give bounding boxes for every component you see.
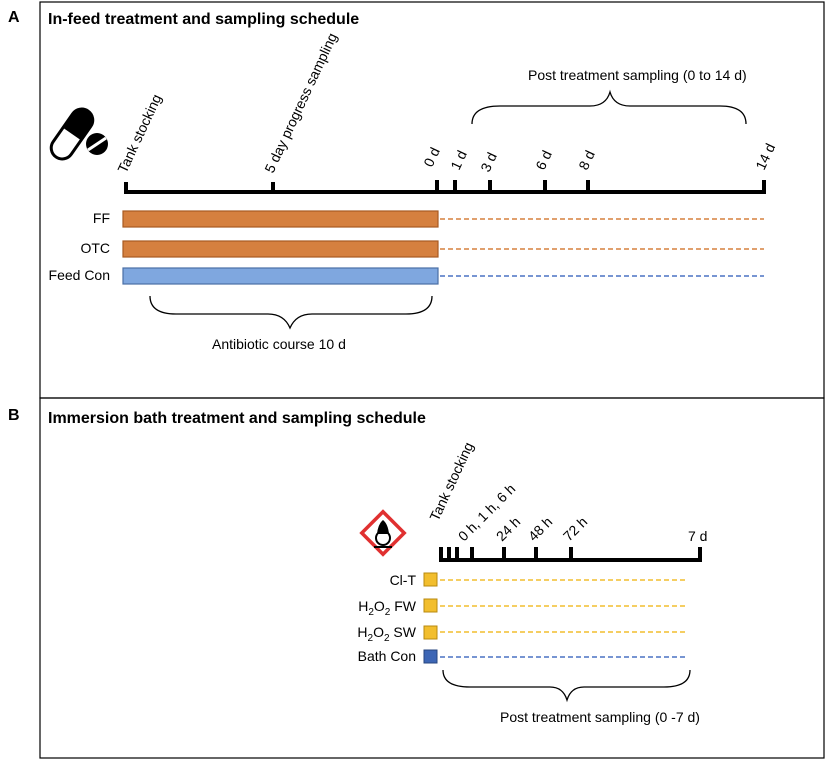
antibiotic-course-brace bbox=[149, 295, 433, 330]
tick-label-24h: 24 h bbox=[493, 514, 524, 545]
panel-a-title: In-feed treatment and sampling schedule bbox=[48, 11, 359, 28]
tick-label-72h: 72 h bbox=[560, 514, 591, 545]
panel-a-frame bbox=[39, 1, 825, 399]
timeline-b-ticks bbox=[439, 547, 702, 562]
tick-label-6d: 6 d bbox=[532, 148, 555, 172]
panel-b-title: Immersion bath treatment and sampling sc… bbox=[48, 410, 426, 427]
row-label-feed-con: Feed Con bbox=[49, 267, 110, 283]
row-label-cl-t: Cl-T bbox=[390, 572, 417, 588]
tank-stocking-label-b: Tank stocking bbox=[426, 440, 476, 524]
tick-label-3d: 3 d bbox=[477, 150, 500, 174]
tick-label-1d: 1 d bbox=[447, 148, 470, 172]
box-h2o2-sw bbox=[423, 625, 438, 640]
post-sampling-brace-a bbox=[471, 89, 747, 125]
tick-label-0d: 0 d bbox=[420, 145, 443, 169]
post-sampling-label-a: Post treatment sampling (0 to 14 d) bbox=[528, 67, 747, 83]
tick-label-14d: 14 d bbox=[752, 141, 778, 172]
row-label-ff: FF bbox=[93, 210, 110, 226]
bar-ff bbox=[122, 210, 439, 228]
tank-stocking-label-a: Tank stocking bbox=[114, 92, 164, 176]
box-cl-t bbox=[423, 572, 438, 587]
post-sampling-label-b: Post treatment sampling (0 -7 d) bbox=[500, 709, 700, 725]
panel-a-letter: A bbox=[8, 9, 20, 26]
timeline-a-ticks bbox=[124, 180, 766, 194]
tick-label-8d: 8 d bbox=[575, 148, 598, 172]
box-bath-con bbox=[423, 649, 438, 664]
row-label-otc: OTC bbox=[80, 240, 110, 256]
antibiotic-course-label: Antibiotic course 10 d bbox=[212, 336, 346, 352]
oxidizer-hazard-icon bbox=[359, 509, 407, 557]
row-label-h2o2-sw: H2O2 SW bbox=[357, 624, 416, 644]
post-sampling-brace-b bbox=[442, 669, 691, 703]
row-label-h2o2-fw: H2O2 FW bbox=[358, 598, 417, 618]
panel-b-frame bbox=[39, 397, 825, 759]
panel-b-letter: B bbox=[8, 407, 20, 424]
tick-label-48h: 48 h bbox=[525, 514, 556, 545]
box-h2o2-fw bbox=[423, 598, 438, 613]
bar-otc bbox=[122, 240, 439, 258]
bar-feed-con bbox=[122, 267, 439, 285]
capsule-pill-icon bbox=[49, 107, 108, 161]
tick-label-7d: 7 d bbox=[688, 528, 707, 544]
row-label-bath-con: Bath Con bbox=[358, 648, 416, 664]
progress-sampling-label: 5 day progress sampling bbox=[261, 30, 340, 175]
